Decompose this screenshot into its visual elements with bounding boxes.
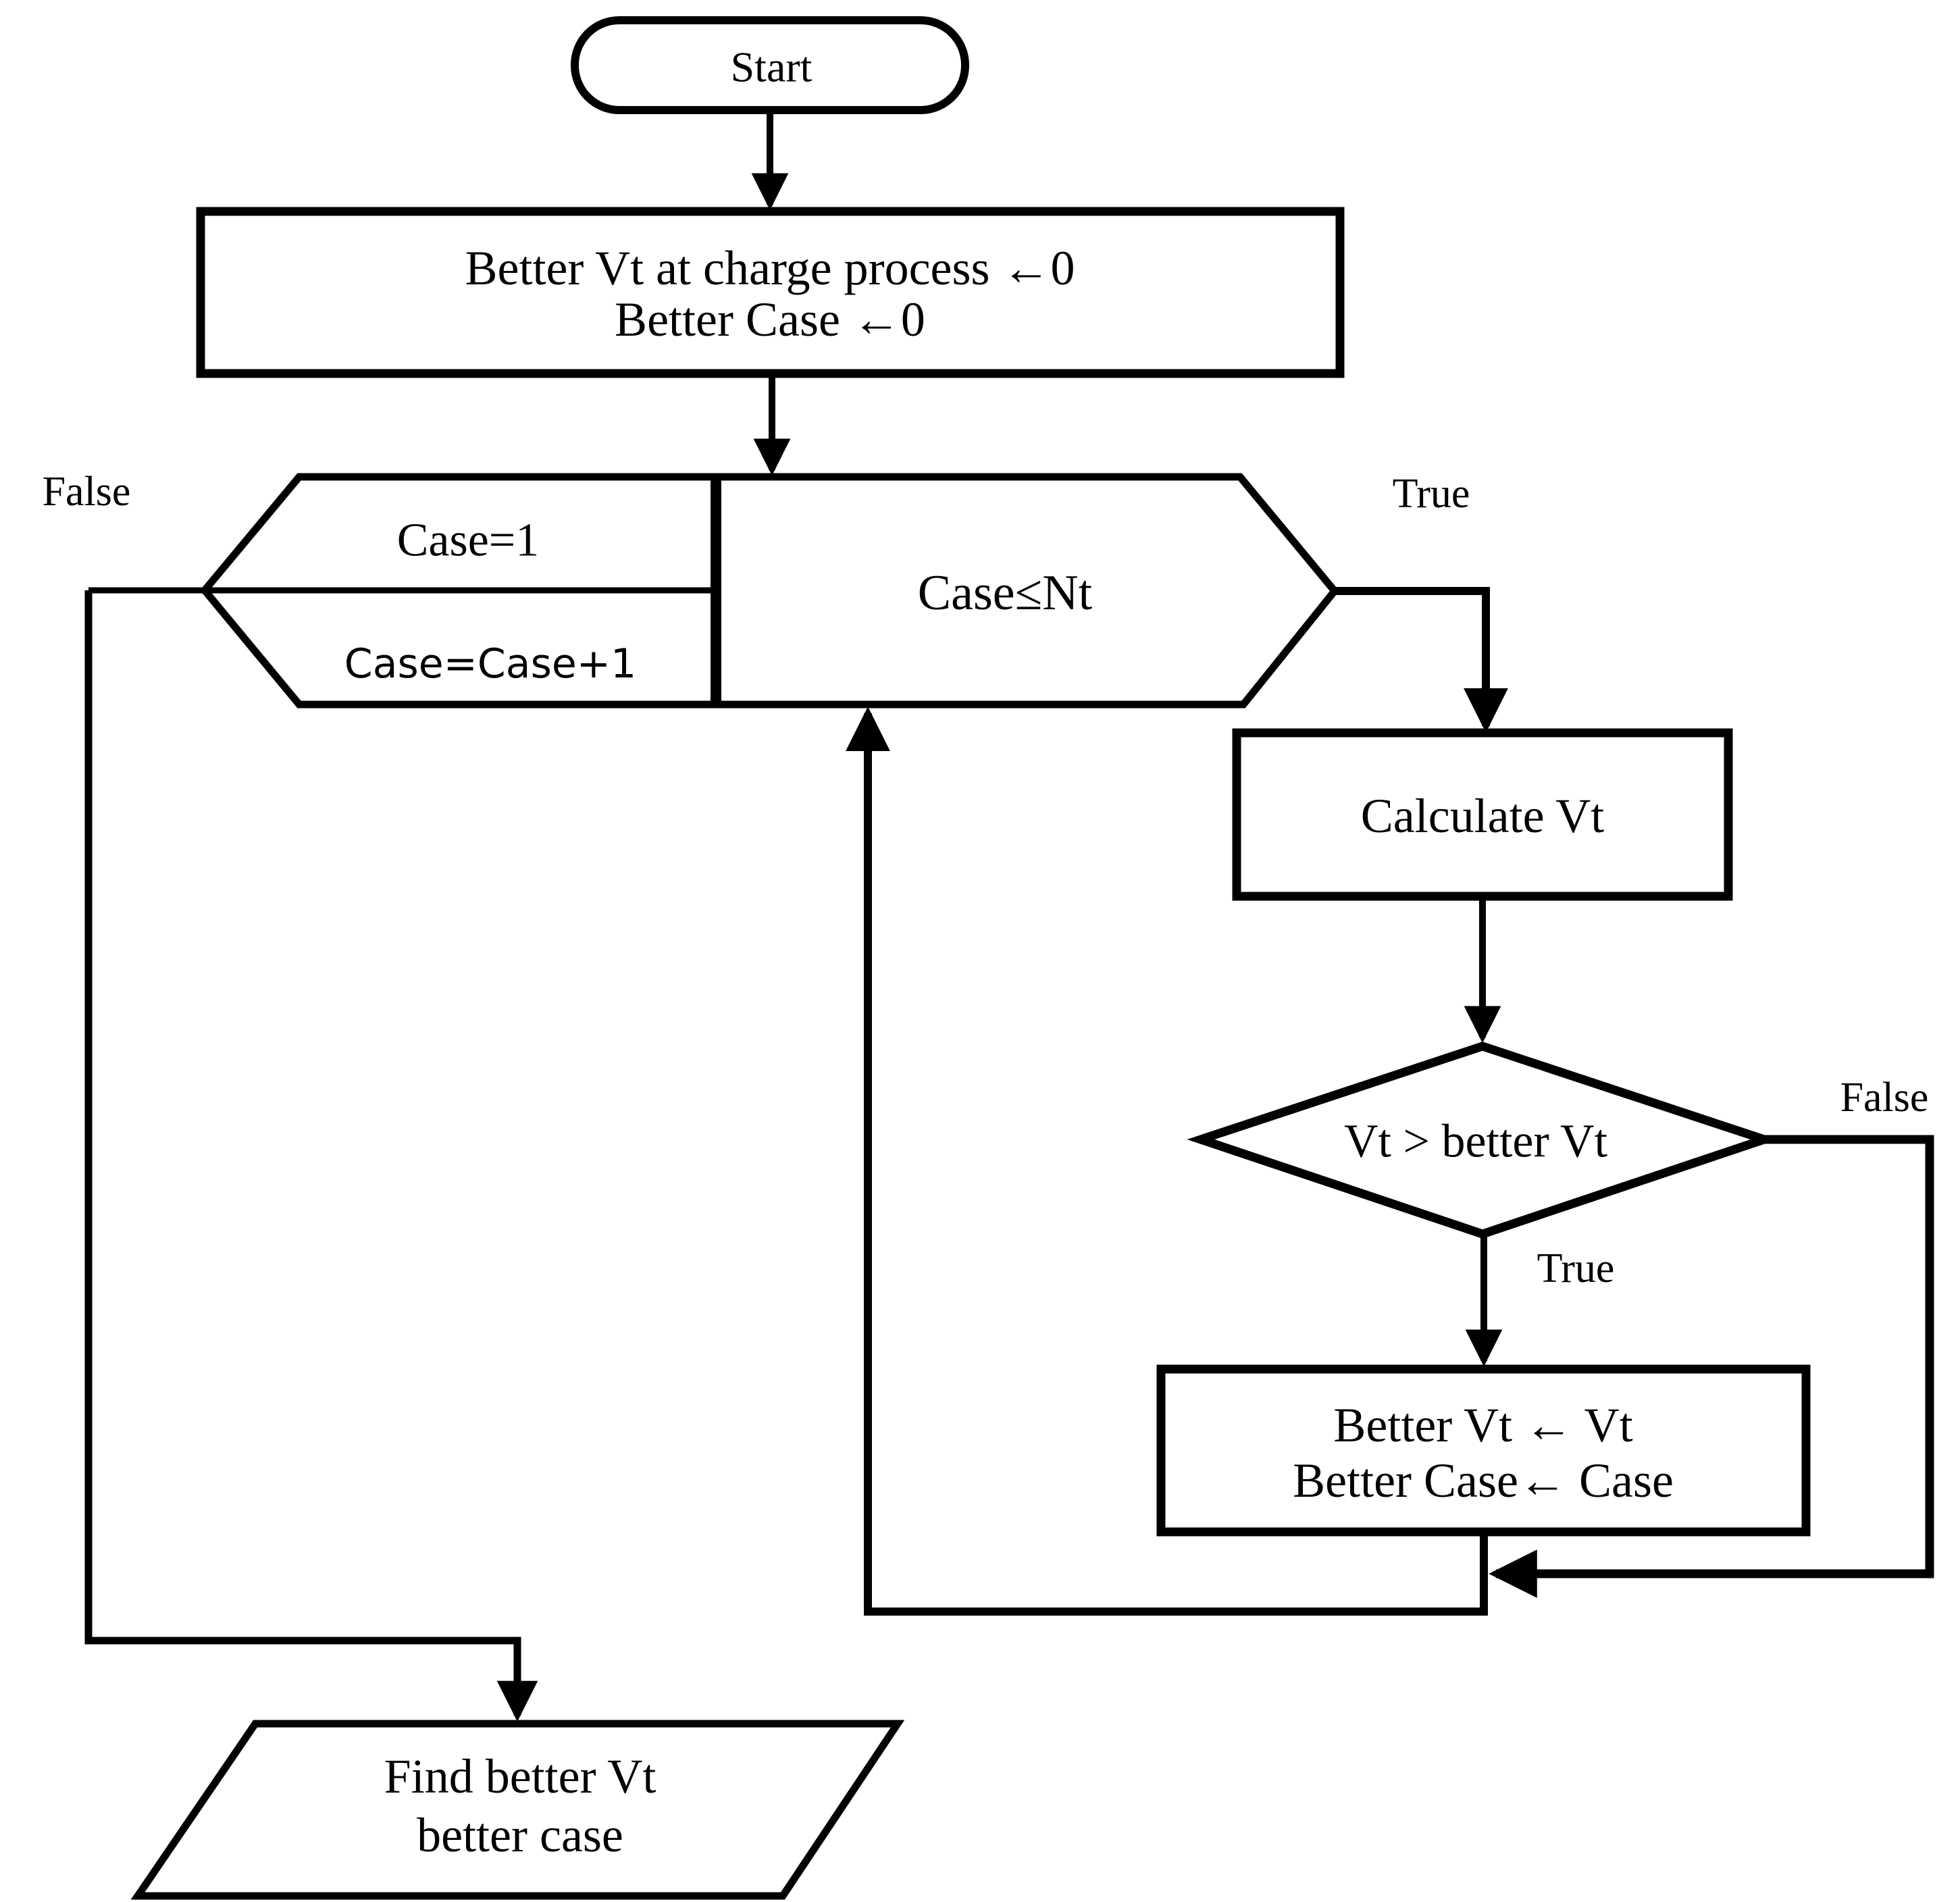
edge-loop-true xyxy=(1335,587,1508,733)
calculate-vt-box xyxy=(1232,728,1733,901)
init-process-box xyxy=(196,207,1345,378)
decision-true-label: True xyxy=(1537,1245,1615,1291)
start-label: Start xyxy=(731,43,813,91)
decision-label: Vt > better Vt xyxy=(1344,1116,1608,1168)
init-line2: Better Case ←0 xyxy=(615,292,925,346)
output-line1: Find better Vt xyxy=(384,1749,656,1803)
decision-diamond xyxy=(1187,1042,1778,1239)
update-line1: Better Vt ← Vt xyxy=(1333,1398,1632,1452)
loop-false-label: False xyxy=(43,469,131,515)
output-line2: better case xyxy=(417,1808,623,1862)
loop-cell-top-label: Case=1 xyxy=(397,515,540,567)
start-terminator xyxy=(571,16,969,114)
loop-condition-label: Case≤Nt xyxy=(918,565,1093,621)
edge-loopback xyxy=(846,706,1488,1616)
edge-decision-false xyxy=(1489,1135,1934,1598)
loop-true-label: True xyxy=(1393,471,1470,517)
output-parallelogram xyxy=(130,1720,905,1900)
update-box xyxy=(1156,1364,1811,1537)
update-line2: Better Case← Case xyxy=(1293,1454,1674,1508)
decision-false-label: False xyxy=(1840,1075,1929,1121)
init-line1: Better Vt at charge process ←0 xyxy=(465,241,1075,295)
calculate-vt-label: Calculate Vt xyxy=(1361,789,1605,843)
loop-cell-bottom-label: Case=Case+1 xyxy=(344,640,636,688)
edge-loop-false xyxy=(84,590,538,1722)
